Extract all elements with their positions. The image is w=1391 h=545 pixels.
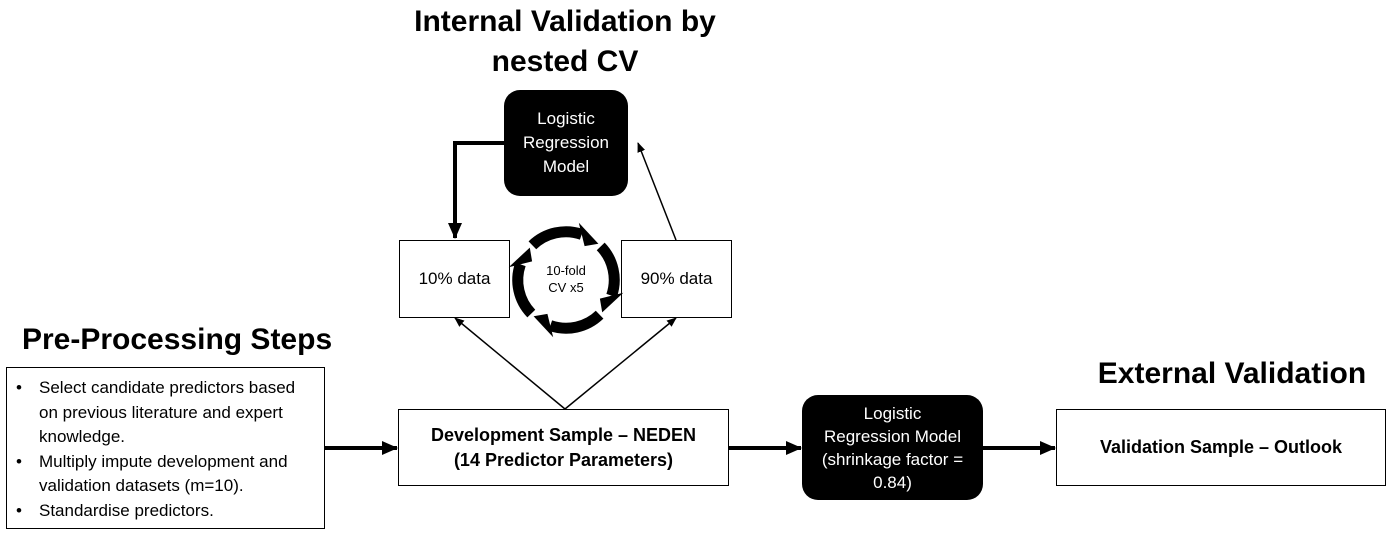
preprocessing-title: Pre-Processing Steps xyxy=(22,323,333,356)
internal-validation-title-line2: nested CV xyxy=(491,45,639,78)
cv-cycle-arrows xyxy=(508,222,624,338)
preprocessing-step: Multiply impute development and validati… xyxy=(10,450,318,499)
internal-validation-title-line1: Internal Validation by xyxy=(414,5,716,38)
development-sample-box: Development Sample – NEDEN (14 Predictor… xyxy=(398,409,729,486)
ninety-percent-to-model-arrow xyxy=(637,142,677,241)
cv-model-line1: Logistic xyxy=(537,109,595,128)
cycle-arrow-icon xyxy=(528,222,599,250)
internal-validation-title: Internal Validation by nested CV xyxy=(400,2,730,82)
ten-percent-data-label: 10% data xyxy=(418,269,491,288)
final-model-line2: Regression Model xyxy=(823,426,961,446)
final-logistic-regression-model-box: Logistic Regression Model (shrinkage fac… xyxy=(802,395,983,500)
development-sample-line1: Development Sample – NEDEN xyxy=(430,424,697,445)
development-to-ten-percent-arrow xyxy=(454,317,566,410)
validation-sample-label: Validation Sample – Outlook xyxy=(1099,437,1343,457)
preprocessing-step: Select candidate predictors based on pre… xyxy=(10,376,318,450)
ten-percent-data-box: 10% data xyxy=(399,240,510,318)
cv-cycle-label: 10-fold CV x5 xyxy=(527,262,605,296)
cycle-arrow-icon xyxy=(596,242,624,313)
cycle-arrow-icon xyxy=(533,310,604,338)
cv-logistic-regression-model-box: Logistic Regression Model xyxy=(504,90,628,196)
cv-cycle-line1: 10-fold xyxy=(546,263,586,278)
final-model-line1: Logistic xyxy=(863,403,922,423)
cycle-arrow-icon xyxy=(508,247,536,318)
external-validation-title: External Validation xyxy=(1097,357,1367,390)
ninety-percent-data-label: 90% data xyxy=(640,269,713,288)
final-model-line3: (shrinkage factor = xyxy=(821,449,964,469)
model-to-ten-percent-arrow xyxy=(448,141,504,239)
cv-cycle-line2: CV x5 xyxy=(548,280,584,295)
preprocessing-steps-list: Select candidate predictors based on pre… xyxy=(10,376,318,523)
ninety-percent-data-box: 90% data xyxy=(621,240,732,318)
validation-sample-box: Validation Sample – Outlook xyxy=(1056,409,1386,486)
preprocessing-steps-box: Select candidate predictors based on pre… xyxy=(6,367,325,529)
preprocessing-step: Standardise predictors. xyxy=(10,499,318,524)
cv-model-line2: Regression xyxy=(523,133,609,152)
development-to-ninety-percent-arrow xyxy=(564,317,677,410)
development-sample-line2: (14 Predictor Parameters) xyxy=(453,449,674,470)
cv-model-line3: Model xyxy=(542,157,590,176)
final-model-line4: 0.84) xyxy=(873,472,912,492)
